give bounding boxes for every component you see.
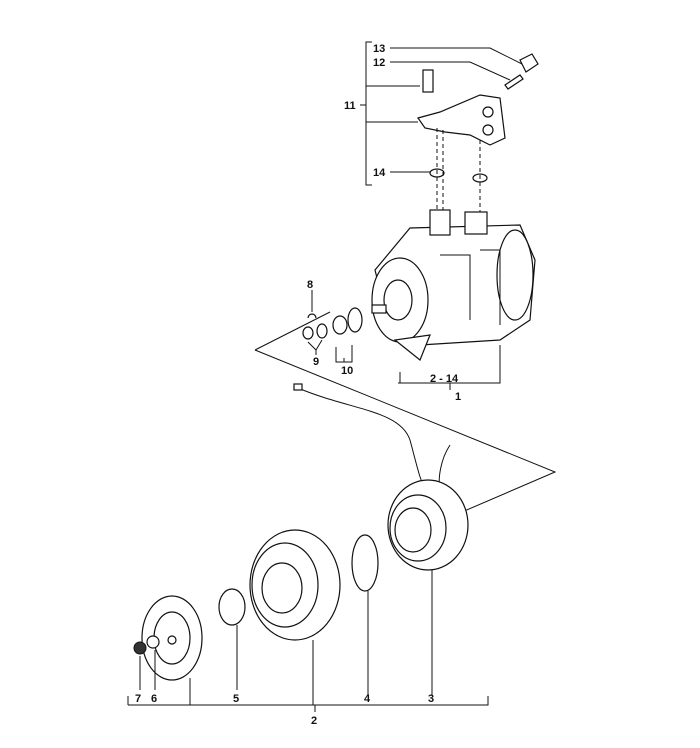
callout-11: 11 — [344, 100, 356, 112]
bolt — [422, 69, 434, 93]
bracket-group-11 — [360, 41, 539, 215]
compressor — [371, 209, 536, 361]
snap-ring — [347, 307, 363, 333]
washer — [316, 323, 328, 339]
callout-1: 1 — [455, 391, 461, 403]
callout-5: 5 — [233, 693, 239, 705]
callout-9: 9 — [313, 356, 319, 368]
callout-3: 3 — [428, 693, 434, 705]
manifold-bracket — [417, 94, 506, 146]
callout-2-14: 2 - 14 — [430, 373, 459, 385]
callout-10: 10 — [341, 365, 353, 377]
callout-7: 7 — [135, 693, 141, 705]
callout-8: 8 — [307, 279, 313, 291]
shim — [332, 315, 348, 335]
snap-ring-5 — [218, 588, 246, 626]
callout-2: 2 — [311, 715, 317, 727]
washer-6 — [146, 635, 160, 649]
nut — [302, 326, 314, 340]
key — [307, 313, 317, 319]
service-valve-cap — [519, 53, 539, 73]
callout-13: 13 — [373, 43, 385, 55]
pulley-2 — [249, 529, 341, 641]
nut-7 — [133, 641, 147, 655]
callout-14: 14 — [373, 167, 386, 179]
pressure-plate-7 — [141, 595, 203, 681]
snap-ring-4 — [351, 534, 379, 592]
service-valve — [504, 74, 524, 90]
field-coil-3 — [293, 383, 469, 571]
callout-12: 12 — [373, 57, 385, 69]
callout-4: 4 — [364, 693, 371, 705]
callout-6: 6 — [151, 693, 157, 705]
